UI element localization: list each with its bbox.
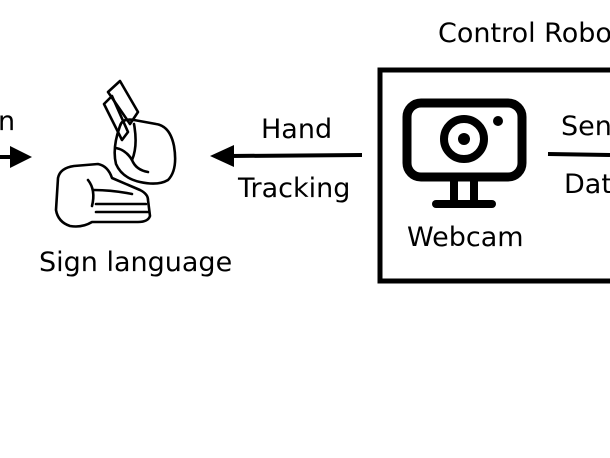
hand-label: Hand xyxy=(261,114,332,145)
left-arrow xyxy=(0,146,32,168)
webcam-icon xyxy=(402,98,527,208)
left-partial-label: n xyxy=(0,106,15,137)
webcam-label: Webcam xyxy=(407,222,524,253)
tracking-label: Tracking xyxy=(237,173,350,204)
control-robot-title: Control Robo xyxy=(438,18,610,49)
right-data-line xyxy=(547,152,610,157)
sign-language-hands-icon xyxy=(54,79,177,228)
right-partial-label-top: Sen xyxy=(561,111,610,142)
hand-tracking-arrow xyxy=(210,145,363,167)
sign-language-label: Sign language xyxy=(39,247,232,278)
control-robot-box xyxy=(377,67,610,284)
right-partial-label-bottom: Dat xyxy=(564,169,610,200)
